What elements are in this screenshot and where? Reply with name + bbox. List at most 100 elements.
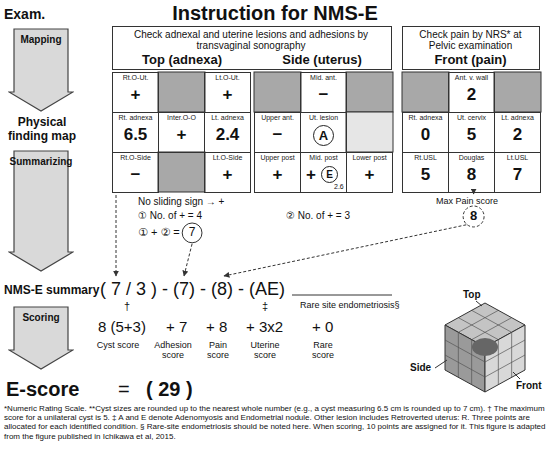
grid-cell: Rt. adnexa 6.5	[112, 112, 159, 153]
total-score: ( 29 )	[146, 378, 193, 401]
step-result: NMS-E summary	[4, 284, 99, 298]
cube-face-name: Side	[410, 362, 431, 374]
sum-note: ① + ② =	[138, 226, 180, 239]
footnote-mark: †	[124, 300, 130, 313]
grid-cell: Douglas 8	[448, 152, 495, 193]
score-name: Cyst score	[96, 340, 140, 350]
rare-site-note: Rare site endometriosis§	[300, 300, 400, 310]
step-name: Summarizing	[8, 156, 74, 167]
cell-value: −	[255, 126, 300, 145]
cube-side-face	[445, 325, 485, 392]
cube-grid-line	[471, 340, 472, 385]
cell-name: Lower post	[348, 154, 391, 162]
total-circle	[182, 223, 202, 243]
score-term: + 8	[206, 318, 227, 335]
arrow-shape	[8, 150, 74, 272]
cell-value: +	[205, 86, 250, 105]
cell-value: 5	[449, 126, 494, 145]
cell-name: Mid. ant.	[302, 74, 345, 82]
cell-value: +	[113, 86, 158, 105]
summary-leader	[116, 195, 117, 276]
cell-name: Mid. post	[302, 154, 345, 162]
grid-cell: Lt.O-Ut.+	[204, 72, 251, 113]
grid-cell: Rt.USL5	[402, 152, 449, 193]
step-arrow: Summarizing	[8, 150, 74, 272]
grid-cell: Lt. adnexa2	[494, 112, 541, 153]
instruction-box: Check adnexal and uterine lesions and ad…	[112, 26, 392, 70]
footnote: *Numeric Rating Scale. **Cyst sizes are …	[4, 404, 546, 441]
cell-name: Upper post	[256, 154, 299, 162]
cell-name: Douglas	[450, 154, 493, 162]
cell-name: Ut. lesion	[302, 114, 345, 122]
pain-leader	[473, 193, 474, 194]
cube-grid-line	[511, 332, 512, 377]
cube-grid-line	[485, 355, 525, 377]
cell-name: Upper ant.	[256, 114, 299, 122]
step-name: Scoring	[8, 312, 74, 323]
summary-leader	[224, 225, 466, 276]
box-heading: Check adnexal and uterine lesions and ad…	[117, 29, 385, 51]
view-name: Front (pain)	[403, 53, 538, 67]
rare-site-blank-line	[292, 295, 392, 296]
cell-value: 6.5	[113, 126, 158, 145]
uterus-fundus-cell	[346, 112, 393, 152]
instruction-box: Check pain by NRS* at Pelvic examination…	[402, 26, 540, 70]
cell-name: Lt.USL	[496, 154, 539, 162]
cell-value: +	[306, 166, 316, 185]
score-name: Uterine score	[240, 340, 290, 361]
uterus-cell	[158, 152, 205, 192]
count-note: ① No. of + = 4	[138, 210, 202, 222]
score-name: Pain score	[198, 340, 238, 361]
side-leader	[435, 360, 447, 368]
step-result: Physical finding map	[4, 116, 80, 144]
arrow-outline	[9, 307, 73, 369]
summary-leader	[184, 244, 192, 276]
view-name: Side (uterus)	[253, 53, 391, 67]
summary-code: ( 7 / 3 ) - (7) - (8) - (AE)	[100, 280, 285, 298]
box-heading: Check pain by NRS* at Pelvic examination	[406, 29, 535, 51]
step-arrow: Mapping	[8, 28, 74, 112]
grid-cell: Inter.O-O+	[158, 112, 205, 153]
cell-name: Rt. adnexa	[404, 114, 447, 122]
view-name: Top (adnexa)	[113, 53, 251, 67]
total-circle	[463, 206, 484, 227]
cell-value: +	[347, 166, 392, 185]
count-note: ② No. of + = 3	[286, 210, 350, 222]
top-leader	[476, 301, 482, 306]
cell-name: Lt.O-Side	[206, 154, 249, 162]
cube-grid-line	[458, 332, 459, 377]
uterus-cell	[158, 72, 205, 112]
cube-grid-line	[498, 340, 499, 385]
cube-grid-line	[445, 340, 485, 362]
grid-cell: Lt.O-Side +	[204, 152, 251, 193]
cube-grid-line	[458, 318, 498, 340]
blank-cell	[494, 72, 541, 112]
footnote-mark: ‡	[262, 300, 268, 313]
step-name: Mapping	[8, 34, 74, 45]
cell-name: Rt. adnexa	[114, 114, 157, 122]
cell-value: −	[113, 166, 158, 185]
cell-name: Rt.USL	[404, 154, 447, 162]
grid-cell: Ant. v. wall2	[448, 72, 495, 113]
cell-value: +	[255, 166, 300, 185]
score-name: Rare score	[302, 340, 344, 361]
finding-note: No sliding sign → +	[138, 196, 224, 208]
lesion-mark: A	[313, 125, 334, 146]
cell-value: 2	[449, 86, 494, 105]
exam-heading: Exam.	[4, 6, 45, 22]
cell-name: Inter.O-O	[160, 114, 203, 122]
grid-cell: Rt.O-Side −	[112, 152, 159, 193]
cell-name: Ut. cervix	[450, 114, 493, 122]
cell-name: Rt.O-Ut.	[114, 74, 157, 82]
blank-cell	[254, 72, 301, 112]
cell-value: +	[205, 166, 250, 185]
grid-cell: Mid. post+E2.6	[300, 152, 347, 193]
cell-value: 8	[449, 166, 494, 185]
cube-grid-line	[445, 355, 485, 377]
grid-cell: Upper post +	[254, 152, 301, 193]
grid-cell: Rt. adnexa0	[402, 112, 449, 153]
cell-name: Lt. adnexa	[496, 114, 539, 122]
cell-name: Rt.O-Side	[114, 154, 157, 162]
score-name: Adhesion score	[150, 340, 196, 361]
